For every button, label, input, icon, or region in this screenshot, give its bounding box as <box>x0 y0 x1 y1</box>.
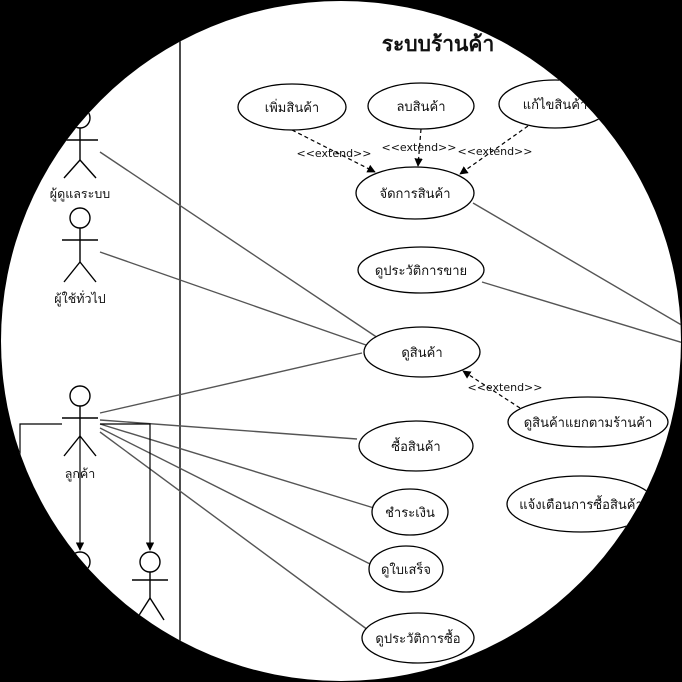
associations <box>99 151 681 631</box>
use-case-receipt[interactable]: ดูใบเสร็จ <box>368 545 444 593</box>
use-case-label: เพิ่มสินค้า <box>265 99 319 116</box>
use-case-label: ดูใบเสร็จ <box>381 560 431 578</box>
system-title: ระบบร้านค้า <box>382 32 495 56</box>
use-case-label: ดูสินค้า <box>401 346 442 361</box>
use-case-label: ชำระเงิน <box>385 506 435 521</box>
use-case-manage-product[interactable]: จัดการสินค้า <box>355 166 475 220</box>
use-case-label: ลบสินค้า <box>396 100 445 115</box>
actor-guest[interactable] <box>62 207 98 283</box>
association-customer-receipt <box>99 427 373 566</box>
association-customer-pay <box>99 423 375 509</box>
use-case-purchase-notify[interactable]: แจ้งเตือนการซื้อสินค้า <box>506 475 656 533</box>
use-case-label: ดูประวัติการขาย <box>375 264 467 279</box>
association-customer-history <box>99 431 369 631</box>
extend-label-delete: <<extend>> <box>382 141 457 154</box>
use-case-delete-product[interactable]: ลบสินค้า <box>367 82 475 130</box>
association-admin-view <box>99 151 379 339</box>
association-guest-view <box>99 251 367 346</box>
extend-dependencies: <<extend>> <<extend>> <<extend>> <<exten… <box>291 125 543 409</box>
extend-label-edit: <<extend>> <box>458 145 533 158</box>
generalization-arrow-b <box>100 423 155 551</box>
association-customer-view <box>99 352 363 414</box>
use-case-label: ดูประวัติการซื้อ <box>375 629 460 647</box>
use-case-view-by-store[interactable]: ดูสินค้าแยกตามร้านค้า <box>507 396 669 448</box>
use-case-purchase-history[interactable]: ดูประวัติการซื้อ <box>361 612 475 664</box>
use-case-label: ดูสินค้าแยกตามร้านค้า <box>524 416 653 431</box>
extend-arrow-delete <box>414 128 423 167</box>
use-case-sales-history[interactable]: ดูประวัติการขาย <box>357 246 485 294</box>
association-customer-buy <box>99 419 358 440</box>
association-sales-offscreen <box>481 281 681 346</box>
extend-label-add: <<extend>> <box>297 147 372 160</box>
use-case-label: จัดการสินค้า <box>379 187 450 202</box>
use-case-label: ซื้อสินค้า <box>391 437 440 455</box>
extend-label-store: <<extend>> <box>468 381 543 394</box>
actor-guest-label: ผู้ใช้ทั่วไป <box>54 290 105 307</box>
extend-arrow-add <box>291 129 376 173</box>
use-case-edit-product[interactable]: แก้ไขสินค้า <box>498 79 612 129</box>
actor-admin-label: ผู้ดูแลระบบ <box>50 186 111 202</box>
extend-arrow-store <box>462 370 521 409</box>
use-case-view-product[interactable]: ดูสินค้า <box>363 326 481 378</box>
use-case-label: แก้ไขสินค้า <box>523 97 588 113</box>
use-case-add-product[interactable]: เพิ่มสินค้า <box>237 83 347 131</box>
use-case-buy-product[interactable]: ซื้อสินค้า <box>358 420 474 472</box>
actor-customer-label: ลูกค้า <box>65 466 96 482</box>
use-case-pay[interactable]: ชำระเงิน <box>371 488 449 536</box>
use-case-label: แจ้งเตือนการซื้อสินค้า <box>519 495 643 513</box>
actor-customer[interactable] <box>62 385 98 457</box>
association-manage-offscreen <box>472 202 681 331</box>
